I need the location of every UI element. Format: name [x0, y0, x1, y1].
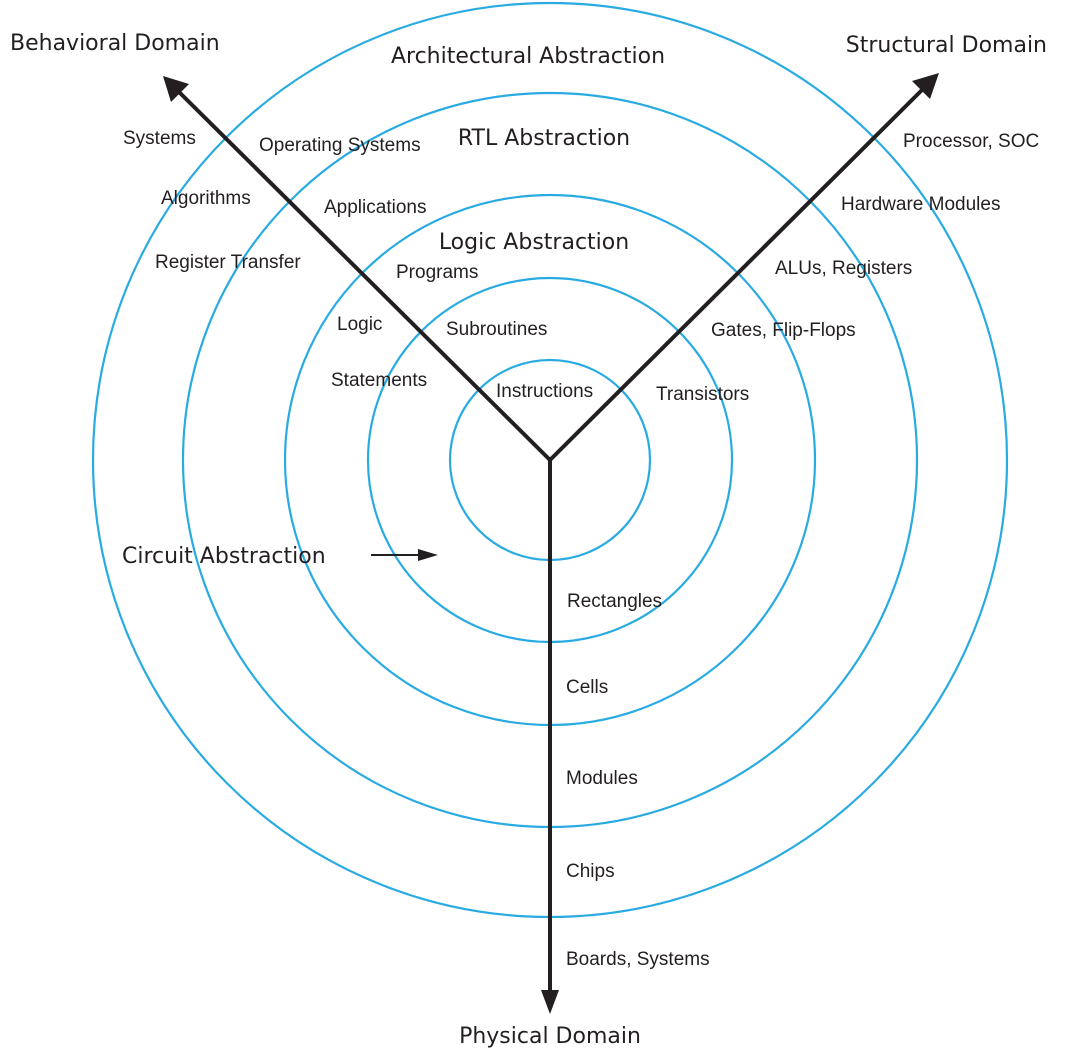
circuit-abstraction-title: Circuit Abstraction [122, 544, 326, 569]
structural-axis [548, 85, 927, 462]
behavioral-level-label: Statements [331, 370, 427, 391]
software-level-label: Applications [324, 197, 426, 218]
software-level-label: Subroutines [446, 319, 547, 340]
domain-axes [163, 73, 939, 1014]
structural-levels: Processor, SOC Hardware Modules ALUs, Re… [656, 131, 1039, 405]
behavioral-axis [174, 87, 552, 462]
structural-level-label: Hardware Modules [841, 194, 1000, 215]
software-level-label: Instructions [496, 381, 593, 402]
structural-level-label: Processor, SOC [903, 131, 1039, 152]
circuit-pointer-arrowhead [418, 549, 438, 561]
structural-level-label: Transistors [656, 384, 749, 405]
software-level-label: Operating Systems [259, 135, 421, 156]
structural-domain-title: Structural Domain [846, 33, 1047, 58]
behavioral-level-label: Systems [123, 128, 196, 149]
behavioral-software-levels: Operating Systems Applications Programs … [259, 135, 593, 402]
physical-level-label: Boards, Systems [566, 949, 710, 970]
physical-level-label: Cells [566, 677, 608, 698]
rtl-abstraction-title: RTL Abstraction [458, 126, 630, 151]
physical-levels: Rectangles Cells Modules Chips Boards, S… [566, 591, 710, 970]
physical-level-label: Modules [566, 768, 638, 789]
logic-abstraction-title: Logic Abstraction [439, 230, 629, 255]
physical-level-label: Chips [566, 861, 615, 882]
physical-arrowhead [541, 990, 559, 1014]
structural-arrowhead [912, 73, 939, 99]
structural-level-label: ALUs, Registers [775, 258, 912, 279]
software-level-label: Programs [396, 262, 478, 283]
domain-titles: Behavioral Domain Structural Domain Phys… [10, 31, 1047, 1049]
architectural-abstraction-title: Architectural Abstraction [391, 44, 665, 69]
behavioral-level-label: Register Transfer [155, 252, 301, 273]
behavioral-level-label: Algorithms [161, 188, 251, 209]
physical-domain-title: Physical Domain [459, 1024, 641, 1049]
physical-level-label: Rectangles [567, 591, 662, 612]
structural-level-label: Gates, Flip-Flops [711, 320, 856, 341]
behavioral-levels: Systems Algorithms Register Transfer Log… [123, 128, 427, 391]
behavioral-level-label: Logic [337, 314, 382, 335]
behavioral-domain-title: Behavioral Domain [10, 31, 220, 56]
abstraction-titles: Architectural Abstraction RTL Abstractio… [122, 44, 665, 569]
behavioral-arrowhead [163, 76, 189, 102]
